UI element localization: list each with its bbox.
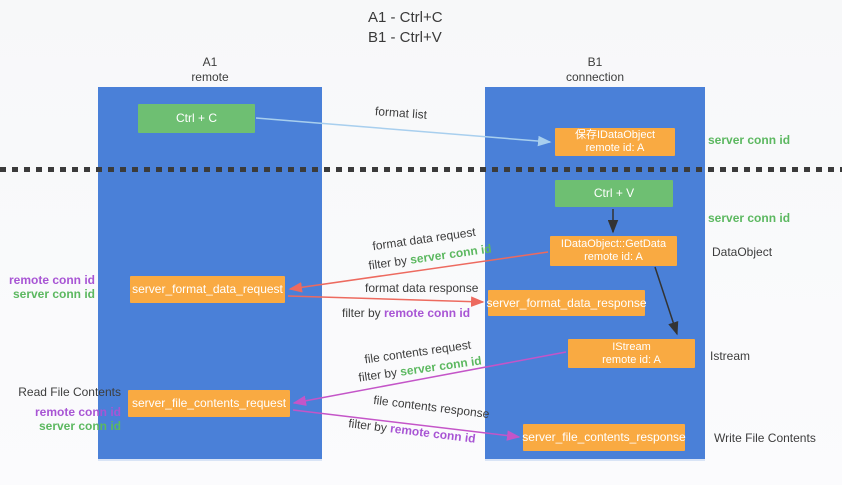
node-server-file-contents-response: server_file_contents_response [522,424,686,451]
lane-a1-role: remote [191,70,229,84]
node-save-idataobject-line1: 保存IDataObject [574,129,656,141]
format-data-request-arrow [288,251,549,293]
annotation-server-conn-id-2: server conn id [38,419,121,433]
format-list-arrow [255,117,552,147]
node-format-request-label: server_format_data_request [132,282,283,296]
node-getdata-line2: remote id: A [584,251,643,263]
annotation-remote-conn-id-1: remote conn id [8,273,95,287]
node-server-file-contents-request: server_file_contents_request [128,390,290,417]
lane-b1-role: connection [565,70,625,84]
format-data-response-arrow [287,295,485,307]
getdata-to-istream-arrow [654,266,679,336]
node-getdata-line1: IDataObject::GetData [560,238,667,250]
node-server-format-data-request: server_format_data_request [130,276,285,303]
node-idataobject-getdata: IDataObject::GetData remote id: A [550,236,677,266]
node-file-response-label: server_file_contents_response [522,430,686,444]
node-format-response-label: server_format_data_response [486,295,647,310]
annotation-istream: Istream [710,349,751,363]
node-server-format-data-response: server_format_data_response [486,290,647,316]
remote-conn-id-text: remote conn id [384,306,471,320]
lane-header-b1: B1 connection [485,55,705,85]
annotation-server-conn-id-mid: server conn id [708,211,791,225]
lane-b1-name: B1 [587,55,603,69]
title-line-1: A1 - Ctrl+C [368,9,443,26]
lane-header-a1: A1 remote [98,55,322,85]
node-istream-line2: remote id: A [602,353,661,366]
node-save-idataobject-line2: remote id: A [585,142,645,154]
filter-prefix: filter by [342,306,385,320]
annotation-remote-conn-id-2: remote conn id [34,405,121,419]
label-format-data-response: format data response [365,281,479,295]
title-line-2: B1 - Ctrl+V [368,29,442,46]
node-istream: IStream remote id: A [568,339,695,368]
node-save-idataobject: 保存IDataObject remote id: A [555,128,675,156]
node-ctrl-v-label: Ctrl + V [593,186,635,200]
annotation-dataobject: DataObject [712,245,773,259]
file-contents-response-arrow [292,409,521,441]
annotation-write-file-contents: Write File Contents [714,431,816,445]
node-istream-line1: IStream [612,340,651,353]
node-ctrl-v: Ctrl + V [555,180,673,207]
annotation-group-format: remote conn id server conn id [0,273,95,301]
annotation-server-conn-id-1: server conn id [12,287,95,301]
node-ctrl-c-label: Ctrl + C [175,111,217,125]
node-ctrl-c: Ctrl + C [138,104,255,133]
file-contents-request-arrow [292,351,567,406]
annotation-read-file-contents: Read File Contents [18,385,121,399]
label-filter-remote-conn-1: filter by remote conn id [342,306,470,320]
node-file-request-label: server_file_contents_request [131,396,287,410]
lane-a1-name: A1 [202,55,218,69]
diagram-title: A1 - Ctrl+C B1 - Ctrl+V [368,8,443,48]
annotation-server-conn-id-top: server conn id [708,133,791,147]
machine-boundary-dashed-line [0,167,842,172]
annotation-group-file: Read File Contents remote conn id server… [0,385,121,433]
